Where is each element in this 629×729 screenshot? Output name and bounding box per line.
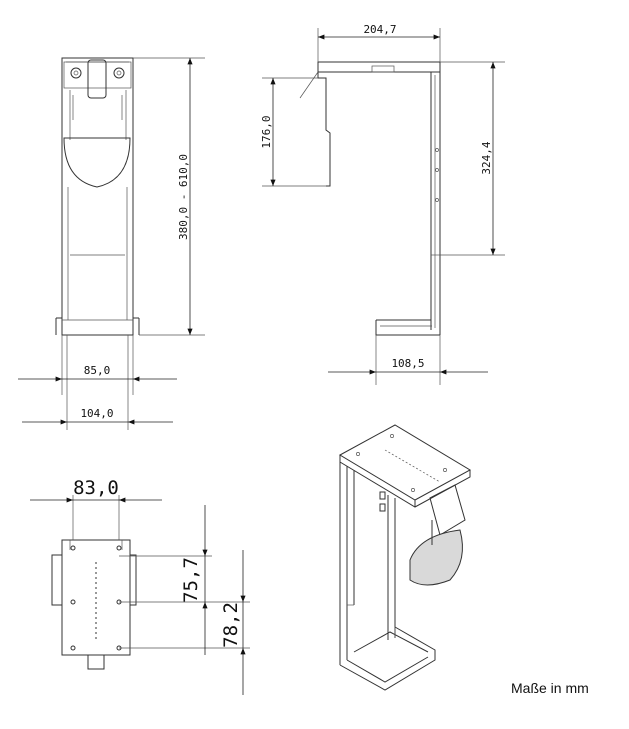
units-caption: Maße in mm bbox=[511, 680, 589, 696]
height-front-label: 380,0 - 610,0 bbox=[177, 154, 190, 240]
spacing-upper-label: 75,7 bbox=[180, 557, 202, 603]
spacing-lower-label: 78,2 bbox=[220, 602, 242, 648]
isometric-view bbox=[338, 424, 472, 691]
inner-width-label: 85,0 bbox=[84, 364, 111, 377]
top-plate-width-label: 83,0 bbox=[73, 477, 119, 499]
base-width-label: 108,5 bbox=[391, 357, 424, 370]
top-width-label: 204,7 bbox=[363, 23, 396, 36]
plate-view: 83,0 75,7 78,2 bbox=[30, 477, 250, 695]
side-height-upper-label: 176,0 bbox=[260, 115, 273, 148]
side-height-right-label: 324,4 bbox=[480, 141, 493, 174]
outer-width-label: 104,0 bbox=[80, 407, 113, 420]
side-view: 204,7 176,0 324,4 108,5 bbox=[260, 23, 505, 385]
front-view: 380,0 - 610,0 85,0 104,0 bbox=[18, 57, 205, 430]
